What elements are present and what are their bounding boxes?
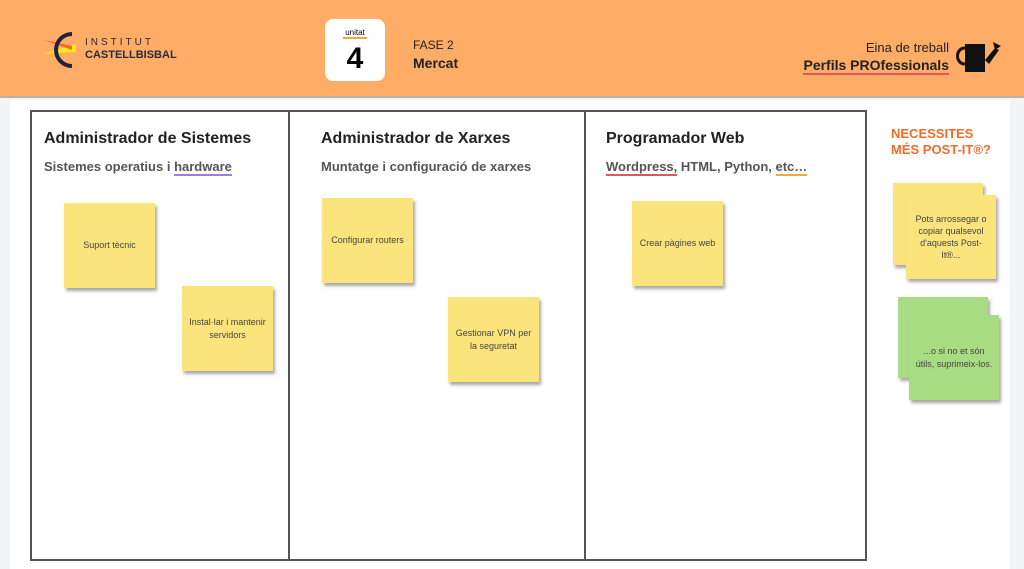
logo-line-1: INSTITUT — [85, 37, 154, 48]
side-title-line: NECESSITES — [891, 126, 974, 141]
column-title: Administrador de Xarxes — [321, 130, 511, 147]
note-text: ...o si no et són útils, suprimeix-los. — [915, 346, 993, 369]
watering-can-icon — [956, 42, 1001, 72]
unit-label: unitat — [343, 28, 367, 39]
column-title: Programador Web — [606, 130, 745, 147]
sticky-note-template[interactable]: Pots arrossegar o copiar qualsevol d'aqu… — [906, 195, 996, 279]
subtitle-text: etc… — [775, 159, 808, 176]
institut-logo: INSTITUT CASTELLBISBAL — [42, 32, 177, 68]
phase-block: FASE 2 Mercat — [413, 38, 458, 71]
note-text: Suport tècnic — [83, 240, 136, 251]
side-title-line: MÉS POST-IT®? — [891, 142, 991, 157]
sticky-note[interactable]: Suport tècnic — [64, 203, 155, 288]
column-subtitle: Sistemes operatius i hardware — [44, 159, 276, 176]
logo-mark-icon — [42, 32, 76, 68]
unit-number: 4 — [346, 42, 364, 75]
column-subtitle: Wordpress, HTML, Python, etc… — [606, 159, 853, 176]
sticky-note[interactable]: Configurar routers — [322, 198, 413, 283]
note-text: Configurar routers — [331, 235, 404, 246]
sticky-note[interactable]: Gestionar VPN per la seguretat — [448, 297, 539, 382]
column-sysadmin: Administrador de Sistemes Sistemes opera… — [32, 112, 290, 559]
column-netadmin: Administrador de Xarxes Muntatge i confi… — [290, 112, 586, 559]
sticky-note[interactable]: Crear pàgines web — [632, 201, 723, 286]
note-text: Pots arrossegar o copiar qualsevol d'aqu… — [915, 213, 987, 261]
unit-badge: unitat 4 — [325, 19, 385, 81]
sticky-note[interactable]: Instal·lar i mantenir servidors — [182, 286, 273, 371]
note-text: Instal·lar i mantenir servidors — [189, 317, 266, 340]
note-text: Crear pàgines web — [639, 238, 716, 249]
tool-block: Eina de treball Perfils PROfessionals — [803, 40, 949, 75]
phase-name: Mercat — [413, 55, 459, 71]
board: Administrador de Sistemes Sistemes opera… — [30, 110, 867, 561]
subtitle-text: Wordpress, — [606, 159, 678, 176]
tool-label: Eina de treball — [865, 40, 949, 55]
subtitle-text: HTML, Python, — [677, 159, 776, 174]
phase-label: FASE 2 — [413, 38, 454, 52]
logo-line-2: CASTELLBISBAL — [85, 49, 177, 61]
subtitle-text: Sistemes operatius i — [44, 159, 175, 174]
subtitle-text: hardware — [174, 159, 232, 176]
note-text: Gestionar VPN per la seguretat — [455, 328, 532, 351]
column-subtitle: Muntatge i configuració de xarxes — [321, 159, 532, 174]
tool-name: Perfils PROfessionals — [803, 57, 949, 75]
column-webdev: Programador Web Wordpress, HTML, Python,… — [586, 112, 865, 559]
sticky-note-template-green[interactable]: ...o si no et són útils, suprimeix-los. — [909, 315, 999, 400]
header: INSTITUT CASTELLBISBAL unitat 4 FASE 2 M… — [0, 0, 1024, 98]
column-title: Administrador de Sistemes — [44, 130, 252, 147]
